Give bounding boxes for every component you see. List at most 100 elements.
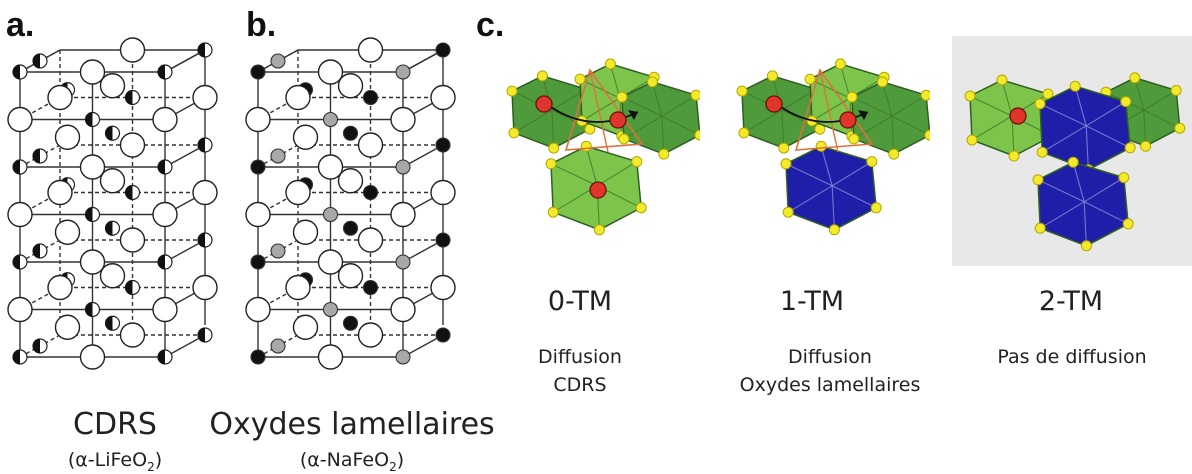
cation-atom-mixed <box>197 137 213 153</box>
vertex-atom <box>876 76 888 88</box>
cation-atom-black <box>362 279 379 296</box>
cation-atom-black <box>250 64 266 80</box>
anion-atom <box>119 322 146 348</box>
polyhedron-edge <box>550 163 598 187</box>
anion-atom <box>119 132 146 158</box>
cation-atom-black <box>435 327 451 343</box>
polyhedron-edge <box>891 116 895 155</box>
cation-atom-black <box>342 315 359 331</box>
vertex-atom <box>778 142 790 154</box>
cation-atom-mixed <box>124 184 141 201</box>
cation-atom-black <box>250 349 266 365</box>
anion-atom <box>357 322 384 348</box>
anion-atom <box>47 274 73 301</box>
panel-label-c: c. <box>476 6 505 44</box>
polyhedron-edge <box>1039 201 1085 229</box>
anion-atom <box>54 219 81 245</box>
polyhedron-edge <box>1037 179 1085 203</box>
vertex-atom <box>1067 156 1079 168</box>
vertex-atom <box>804 73 816 85</box>
cation-atom-gray <box>322 111 339 128</box>
vertex-atom <box>1034 98 1046 110</box>
vertex-atom <box>580 140 592 152</box>
anion-atom <box>79 154 106 180</box>
tetrahedral-site <box>564 68 644 151</box>
cation-atom-mixed <box>197 42 213 58</box>
polyhedron-edge <box>787 185 833 213</box>
tetrahedral-site-edge <box>589 69 609 153</box>
diffusion-arrow <box>547 104 639 123</box>
cation-atom-mixed <box>157 349 173 365</box>
desc-1tm: Diffusion Oxydes lamellaires <box>710 344 950 399</box>
anion-atom <box>99 73 126 99</box>
polyhedron-edge <box>1085 125 1089 170</box>
polyhedron-edge <box>1085 125 1131 149</box>
anion-atom <box>317 344 344 370</box>
anion-atom <box>337 263 364 289</box>
anion-atom <box>192 179 218 206</box>
vertex-atom <box>834 58 846 70</box>
polyhedron-edge <box>881 81 893 117</box>
vertex-atom <box>536 70 548 82</box>
octahedron-transition-metal <box>1039 85 1131 171</box>
anion-atom <box>119 37 146 63</box>
anion-atom <box>317 59 344 85</box>
tm-label-2: 2-TM <box>1038 286 1104 317</box>
tetrahedral-site <box>794 68 874 151</box>
cation-atom-gray <box>395 349 411 365</box>
lattice-a-cdrs <box>7 37 218 370</box>
anion-atom <box>245 106 271 133</box>
vertex-atom <box>736 85 748 97</box>
anion-atom <box>292 124 319 150</box>
anion-atom <box>192 274 218 301</box>
anion-atom <box>390 296 416 323</box>
polyhedron-edge <box>743 109 783 134</box>
cation-atom-mixed <box>32 53 48 69</box>
polyhedron-edge <box>661 116 665 155</box>
lattice-edge <box>164 334 206 358</box>
vertex-atom <box>996 74 1008 86</box>
polyhedron-edge <box>581 97 621 122</box>
polyhedron-edge <box>609 63 621 99</box>
cation-atom-mixed <box>197 232 213 248</box>
polyhedron-edge <box>839 63 851 99</box>
vertex-atom <box>508 127 520 139</box>
polyhedron-edge <box>1143 89 1177 111</box>
polyhedron-edge <box>969 95 1013 117</box>
vertex-atom <box>635 202 647 214</box>
panel-label-b: b. <box>246 6 277 44</box>
cation-atom-black <box>362 184 379 201</box>
vertex-atom <box>780 158 792 170</box>
vertex-atom <box>870 202 882 214</box>
polyhedron-edge <box>891 94 927 117</box>
vertex-atom <box>924 129 930 141</box>
vertex-atom <box>658 148 670 160</box>
cation-atom-mixed <box>124 89 141 106</box>
cation-atom-mixed <box>32 338 48 354</box>
anion-atom <box>54 124 81 150</box>
cation-atom-mixed <box>157 254 173 270</box>
anion-atom <box>99 263 126 289</box>
anion-atom <box>245 201 271 228</box>
cation-atom-mixed <box>104 220 121 236</box>
vertex-atom <box>964 90 976 102</box>
vertex-atom <box>545 158 557 170</box>
lattice-edge <box>164 239 206 263</box>
anion-atom <box>292 219 319 245</box>
cation-atom-gray <box>322 206 339 223</box>
polyhedron-edge <box>621 96 663 117</box>
cation-atom-mixed <box>124 279 141 296</box>
vertex-atom <box>920 89 930 101</box>
vertex-atom <box>1170 84 1182 96</box>
anion-atom <box>317 249 344 275</box>
cation-atom-mixed <box>32 243 48 259</box>
anion-atom <box>152 106 178 133</box>
lattice-edge <box>402 334 444 358</box>
vertex-atom <box>574 73 586 85</box>
vertex-atom <box>828 224 840 236</box>
polyhedron-edge <box>820 146 833 186</box>
polyhedron-edge <box>651 81 663 117</box>
anion-atom <box>430 179 456 206</box>
cation-atom-mixed <box>84 206 101 223</box>
anion-atom <box>245 296 271 323</box>
